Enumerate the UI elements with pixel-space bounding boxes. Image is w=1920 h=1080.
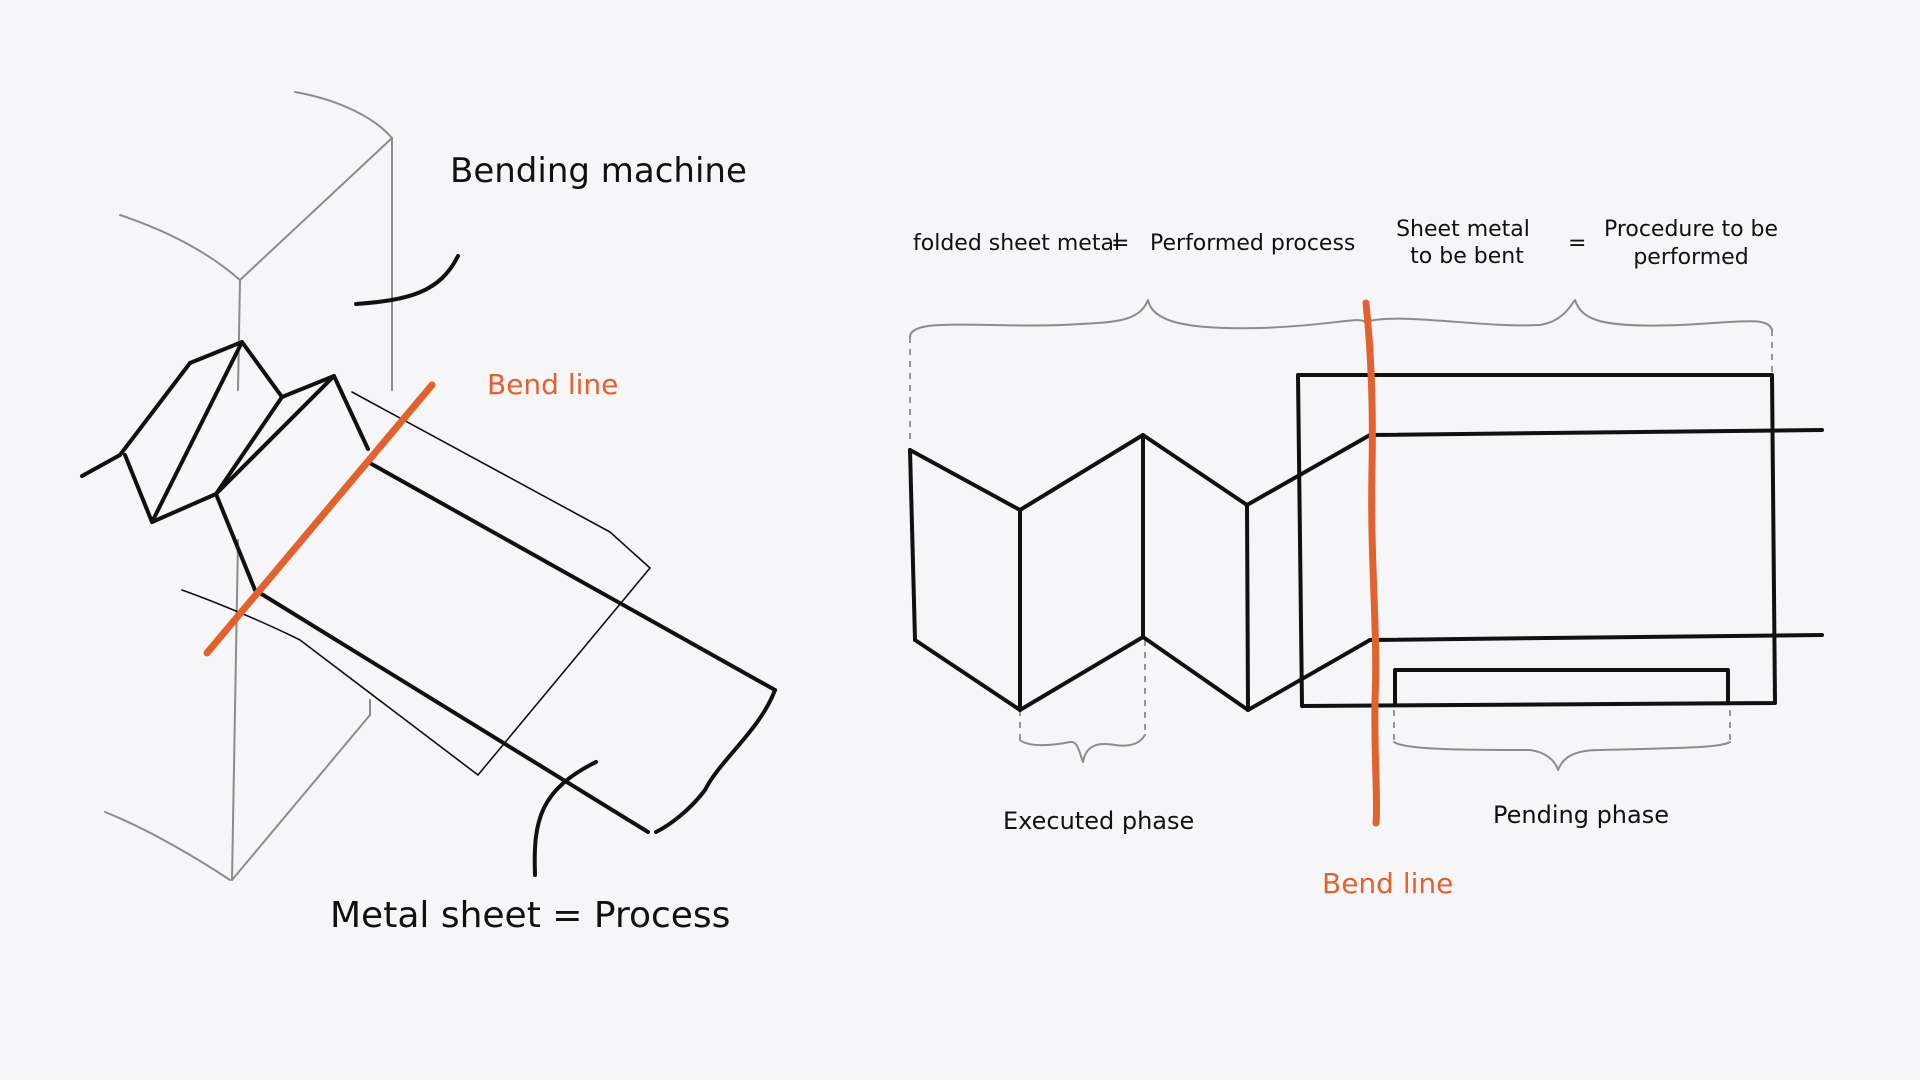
bent-flanges xyxy=(80,340,370,592)
equals-sign-2: = xyxy=(1568,231,1586,256)
sheet-to-bend-label-line1: Sheet metal xyxy=(1396,217,1530,242)
equals-sign-1: = xyxy=(1111,231,1129,256)
metal-sheet xyxy=(181,391,777,834)
bend-line-label-left: Bend line xyxy=(487,368,618,401)
bend-line-right xyxy=(1362,299,1381,827)
executed-brace xyxy=(1019,734,1146,763)
sheet-to-bend-label-line2: to be bent xyxy=(1410,244,1524,269)
machine-pointer-line xyxy=(354,254,460,306)
executed-phase-label: Executed phase xyxy=(1003,807,1194,835)
folded-sheet xyxy=(908,433,1372,712)
pending-brace-top xyxy=(1364,299,1773,331)
performed-process-label: Performed process xyxy=(1150,231,1355,256)
flat-sheet xyxy=(1296,373,1824,708)
sheet-pointer-line xyxy=(532,760,598,877)
pending-brace xyxy=(1393,741,1731,771)
machine-label: Bending machine xyxy=(450,151,747,191)
bend-line-label-right: Bend line xyxy=(1322,867,1453,900)
metal-sheet-caption: Metal sheet = Process xyxy=(330,895,730,936)
bend-line-left xyxy=(203,381,436,657)
performed-brace xyxy=(909,299,1366,338)
pending-phase-label: Pending phase xyxy=(1493,801,1669,829)
bending-machine-sketch: Bending machine Bend line Metal sheet = … xyxy=(80,91,777,936)
phase-diagram-sketch: folded sheet metal = Performed process S… xyxy=(908,217,1824,900)
folded-sheet-label: folded sheet metal xyxy=(913,231,1120,256)
procedure-label-line2: performed xyxy=(1633,245,1748,270)
machine-frame xyxy=(104,91,393,881)
procedure-label-line1: Procedure to be xyxy=(1604,217,1778,242)
